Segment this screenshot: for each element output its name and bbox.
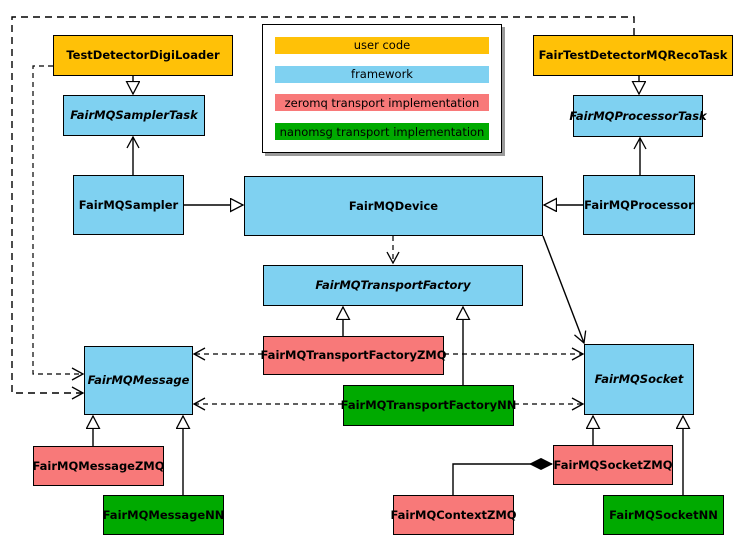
node-label-fairmqtransportfactoryzmq: FairMQTransportFactoryZMQ: [260, 348, 447, 363]
node-fairmqsocketnn: FairMQSocketNN: [603, 495, 724, 535]
node-fairmqprocessor: FairMQProcessor: [583, 175, 695, 235]
node-label-fairmqsamplertask: FairMQSamplerTask: [70, 108, 198, 123]
node-fairmqmessage: FairMQMessage: [84, 346, 193, 415]
node-fairmqsampler: FairMQSampler: [73, 175, 184, 235]
node-label-fairmqmessagezmq: FairMQMessageZMQ: [32, 458, 165, 473]
legend-label-zeromq: zeromq transport implementation: [284, 95, 480, 110]
node-label-fairtestdetectormqrecotask: FairTestDetectorMQRecoTask: [538, 48, 728, 63]
node-label-fairmqprocessortask: FairMQProcessorTask: [569, 108, 707, 123]
node-fairmqmessagezmq: FairMQMessageZMQ: [32, 446, 165, 486]
node-fairmqsamplertask: FairMQSamplerTask: [63, 95, 205, 136]
node-label-fairmqtransportfactorynn: FairMQTransportFactoryNN: [340, 398, 517, 413]
legend-swatch-nanomsg: nanomsg transport implementation: [275, 123, 489, 141]
node-fairmqprocessortask: FairMQProcessorTask: [569, 95, 707, 137]
node-label-fairmqcontextzmq: FairMQContextZMQ: [390, 507, 517, 522]
legend-swatch-user-code: user code: [275, 36, 489, 54]
node-label-fairmqtransportfactory: FairMQTransportFactory: [315, 278, 471, 293]
node-label-fairmqsocketzmq: FairMQSocketZMQ: [553, 457, 673, 472]
node-label-fairmqsocket: FairMQSocket: [594, 372, 684, 387]
node-testdetectordigiloader: TestDetectorDigiLoader: [53, 35, 233, 76]
node-fairmqtransportfactorynn: FairMQTransportFactoryNN: [340, 385, 517, 426]
node-label-fairmqmessage: FairMQMessage: [87, 373, 190, 388]
legend-label-user-code: user code: [353, 38, 411, 53]
legend: user code framework zeromq transport imp…: [262, 24, 502, 153]
legend-label-nanomsg: nanomsg transport implementation: [279, 124, 485, 139]
legend-label-framework: framework: [351, 67, 413, 82]
node-label-fairmqmessagenn: FairMQMessageNN: [102, 507, 225, 522]
node-label-fairmqsocketnn: FairMQSocketNN: [609, 507, 718, 522]
node-fairmqtransportfactory: FairMQTransportFactory: [263, 265, 523, 306]
node-fairtestdetectormqrecotask: FairTestDetectorMQRecoTask: [533, 35, 733, 76]
legend-swatch-zeromq: zeromq transport implementation: [275, 94, 489, 112]
node-fairmqsocketzmq: FairMQSocketZMQ: [553, 445, 673, 485]
node-fairmqdevice: FairMQDevice: [244, 176, 543, 236]
node-label-fairmqprocessor: FairMQProcessor: [584, 197, 694, 212]
node-fairmqsocket: FairMQSocket: [584, 344, 694, 415]
node-fairmqcontextzmq: FairMQContextZMQ: [390, 495, 517, 535]
legend-swatch-framework: framework: [275, 65, 489, 83]
node-fairmqtransportfactoryzmq: FairMQTransportFactoryZMQ: [260, 336, 447, 375]
node-label-fairmqdevice: FairMQDevice: [348, 198, 439, 213]
composition-socketzmq-owns-contextzmq: [452, 464, 552, 495]
association-device-to-socket: [542, 235, 587, 345]
node-label-testdetectordigiloader: TestDetectorDigiLoader: [66, 48, 220, 63]
node-fairmqmessagenn: FairMQMessageNN: [103, 495, 224, 535]
node-label-fairmqsampler: FairMQSampler: [78, 197, 179, 212]
